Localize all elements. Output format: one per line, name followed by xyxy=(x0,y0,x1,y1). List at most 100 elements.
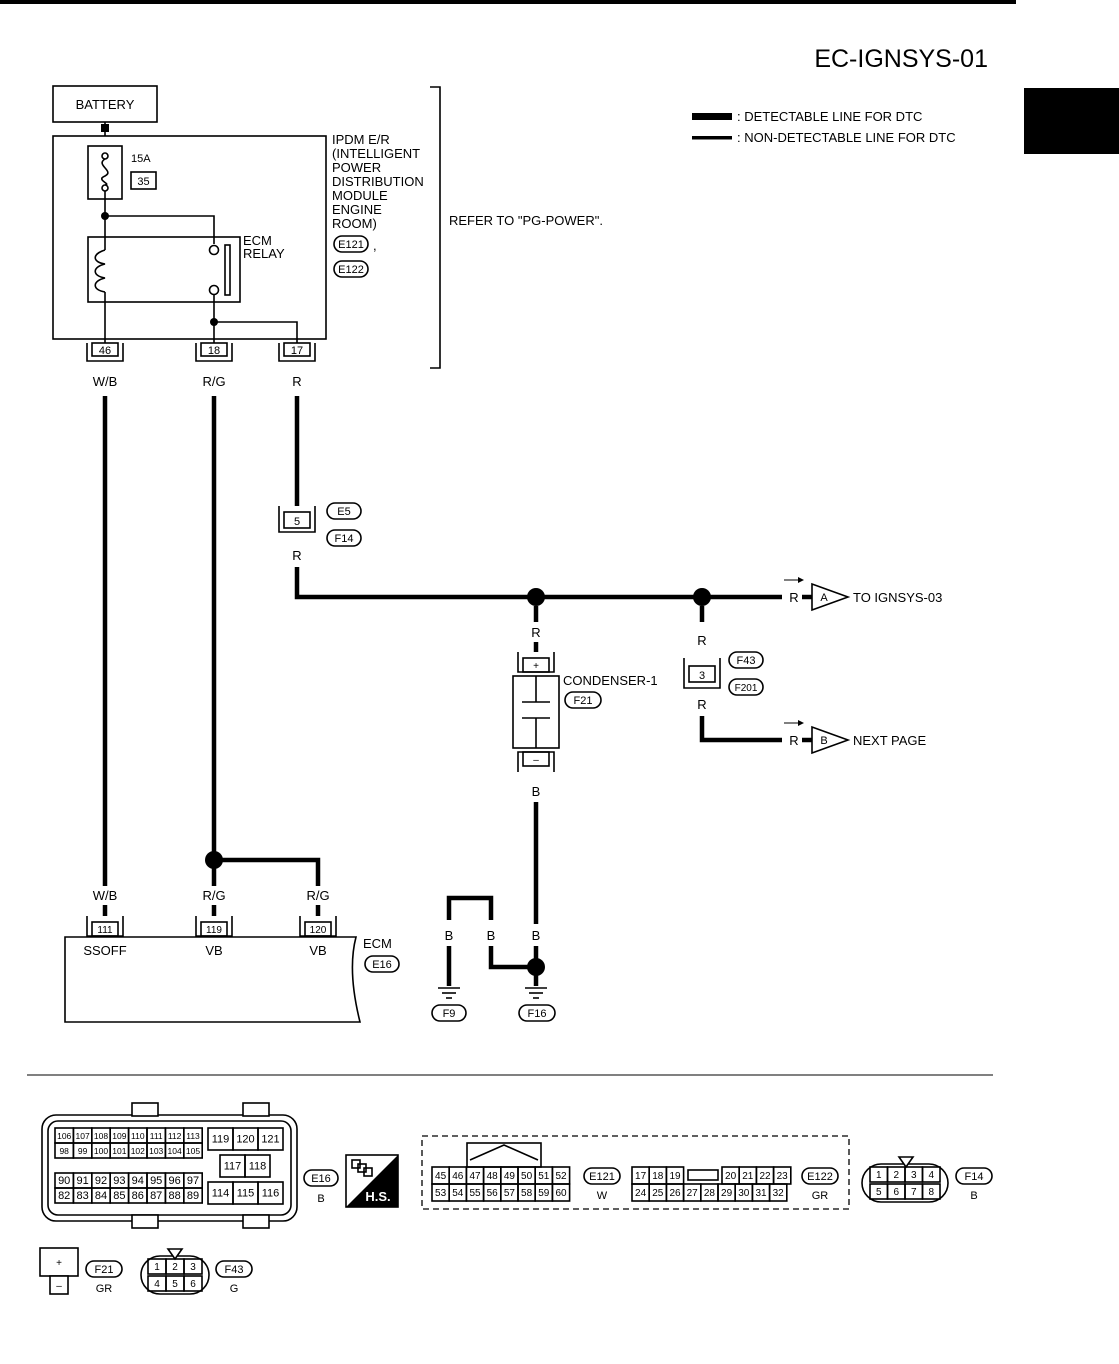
pin-number: 6 xyxy=(893,1187,899,1198)
connector-pin-cell: 102 xyxy=(127,1142,148,1159)
svg-text:A: A xyxy=(820,592,828,604)
ecm-pin-name-vb-1: VB xyxy=(205,943,222,958)
connector-badge-f21: F21 xyxy=(564,691,602,709)
connector-view-badge-f43: F43 xyxy=(215,1260,253,1278)
pin-number: 120 xyxy=(236,1134,254,1146)
svg-text:F201: F201 xyxy=(735,683,758,694)
battery: BATTERY xyxy=(52,85,158,136)
pin-number: 57 xyxy=(504,1188,516,1199)
pin-number: 112 xyxy=(168,1131,182,1141)
connector-pin-cell: 109 xyxy=(109,1127,130,1144)
pin-cavity xyxy=(183,1258,203,1275)
connector-pin-cell: 19 xyxy=(665,1166,685,1185)
connector-pin-cell: 60 xyxy=(551,1183,571,1202)
pin-number: 23 xyxy=(777,1171,789,1182)
e121-color: W xyxy=(597,1190,608,1202)
connector-pin-cell: 31 xyxy=(751,1183,771,1202)
pin-number: 8 xyxy=(928,1187,934,1198)
connector-pin-cell: 8 xyxy=(921,1183,941,1200)
pin-number: 50 xyxy=(521,1171,533,1182)
wire-label-b-ground-1: B xyxy=(445,928,454,943)
connector-pin-cell: 21 xyxy=(738,1166,758,1185)
connector-pin-cell: 83 xyxy=(72,1187,93,1204)
pin-cavity xyxy=(183,1275,203,1292)
hs-label: H.S. xyxy=(365,1189,390,1204)
pin-number: 102 xyxy=(131,1146,145,1156)
dest-to-ignsys-03: TO IGNSYS-03 xyxy=(853,590,942,605)
svg-text:–: – xyxy=(533,755,539,766)
pin-number: 104 xyxy=(168,1146,182,1156)
connector-pin-cell: 105 xyxy=(183,1142,204,1159)
connector-pin-cell: 85 xyxy=(109,1187,130,1204)
ipdm-pin-17: 17 xyxy=(278,342,316,362)
pin-number: 49 xyxy=(504,1171,516,1182)
connector-pin-cell: 118 xyxy=(244,1154,271,1178)
connector-pin-cell: 54 xyxy=(448,1183,468,1202)
pin-number: 88 xyxy=(168,1190,180,1202)
pin-number: 107 xyxy=(76,1131,90,1141)
ipdm-pin-46: 46 xyxy=(86,342,124,362)
svg-text:E121: E121 xyxy=(338,239,364,251)
svg-text:+: + xyxy=(533,661,539,672)
connector-pin-cell: 4 xyxy=(921,1166,941,1183)
ecm-pin-120: 120 xyxy=(299,916,337,937)
pin-number: 60 xyxy=(555,1188,567,1199)
connector-pin-cell: 100 xyxy=(91,1142,112,1159)
condenser-label: CONDENSER-1 xyxy=(563,673,658,688)
e121-e122-group-frame xyxy=(421,1135,850,1210)
pin-number: 32 xyxy=(773,1188,785,1199)
pin-number: 17 xyxy=(635,1171,647,1182)
offpage-marker-b: B xyxy=(811,725,851,755)
connector-pin-cell: 99 xyxy=(72,1142,93,1159)
pin-number: 59 xyxy=(538,1188,550,1199)
connector-pin-cell: 89 xyxy=(183,1187,204,1204)
connector-pin-cell: 20 xyxy=(721,1166,741,1185)
ipdm-label-line-4: DISTRIBUTION xyxy=(332,174,424,189)
ipdm-label-line-6: ENGINE xyxy=(332,202,382,217)
svg-text:,: , xyxy=(373,238,377,253)
connector-badge-f14: F14 xyxy=(326,529,362,547)
connector-pin-cell: 17 xyxy=(631,1166,651,1185)
pin-number: 46 xyxy=(452,1171,464,1182)
wire-label-r-to-b: R xyxy=(789,733,798,748)
joint-connector-f43-f201: 3 F43 F201 xyxy=(683,651,764,696)
pin-number: 100 xyxy=(94,1146,108,1156)
wire-label-b-ground-3: B xyxy=(532,928,541,943)
wire-r-main xyxy=(294,567,782,600)
connector-pin-cell: 87 xyxy=(146,1187,167,1204)
pin-number: 3 xyxy=(190,1262,196,1273)
wire-label-wb-top: W/B xyxy=(93,374,118,389)
f21-color: GR xyxy=(96,1283,113,1295)
top-border-bar xyxy=(0,0,1016,4)
connector-pin-cell: 112 xyxy=(164,1127,185,1144)
dest-next-page: NEXT PAGE xyxy=(853,733,927,748)
connector-pin-cell: 6 xyxy=(183,1275,203,1292)
connector-pin-cell: 57 xyxy=(499,1183,519,1202)
connector-pin-cell: 2 xyxy=(165,1258,185,1275)
wire-label-r-condenser: R xyxy=(531,625,540,640)
connector-pin-cell: 121 xyxy=(257,1127,284,1151)
fuse-number: 35 xyxy=(137,176,149,188)
ipdm-pin-18: 18 xyxy=(195,342,233,362)
page-title: EC-IGNSYS-01 xyxy=(814,45,988,73)
pin-number: 31 xyxy=(755,1188,767,1199)
ecm-pin-name-vb-2: VB xyxy=(309,943,326,958)
ipdm-label-line-7: ROOM) xyxy=(332,216,377,231)
svg-text:111: 111 xyxy=(97,925,113,936)
pin-number: 26 xyxy=(669,1188,681,1199)
connector-pin-cell: 55 xyxy=(465,1183,485,1202)
pin-cavity xyxy=(551,1183,571,1202)
pin-number: 116 xyxy=(262,1188,280,1200)
ipdm-label: IPDM E/R (INTELLIGENT POWER DISTRIBUTION… xyxy=(332,132,424,278)
connector-pin-cell: 114 xyxy=(207,1181,234,1205)
connector-pin-cell: 3 xyxy=(183,1258,203,1275)
wire-label-r-joint: R xyxy=(292,548,301,563)
ecm-body xyxy=(64,936,362,1023)
connector-pin-cell: 93 xyxy=(109,1172,130,1189)
pin-number: 53 xyxy=(435,1188,447,1199)
pin-number: 118 xyxy=(249,1161,267,1173)
